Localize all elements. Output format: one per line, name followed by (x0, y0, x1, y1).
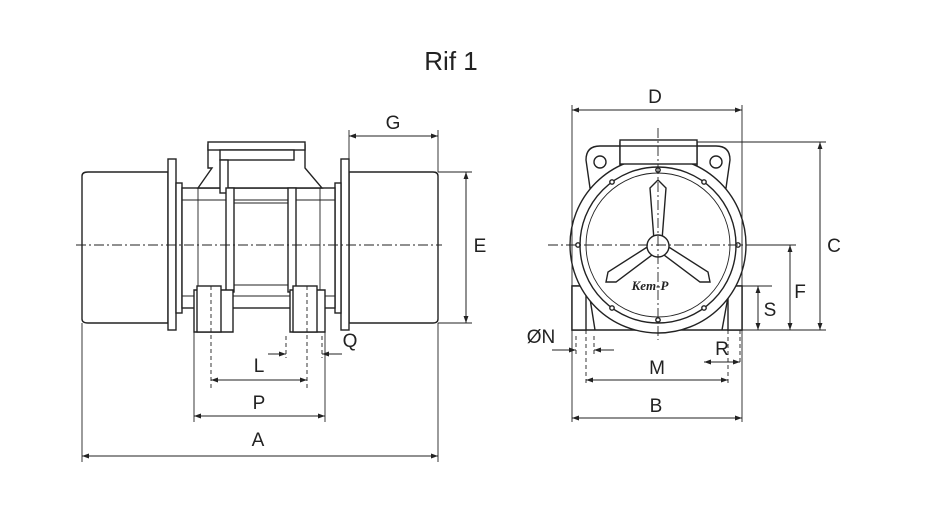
label-c: C (827, 236, 841, 257)
label-f: F (794, 282, 806, 303)
right-flange (340, 158, 350, 331)
front-dimensions: D C F S R M B ØN (527, 87, 841, 421)
label-p: P (253, 393, 266, 414)
drawing-title: Rif 1 (424, 46, 477, 76)
label-m: M (649, 358, 665, 379)
left-flange (167, 158, 177, 331)
label-g: G (386, 113, 401, 134)
right-weight-cover (348, 171, 439, 324)
side-dimensions: A P L Q G E (82, 113, 487, 459)
label-r: R (715, 339, 729, 360)
label-a: A (252, 430, 265, 451)
front-view: Kem-P (548, 105, 826, 422)
label-q: Q (343, 331, 358, 352)
label-e: E (474, 236, 487, 257)
side-view (76, 130, 472, 462)
left-weight-cover (81, 171, 169, 324)
label-s: S (764, 300, 777, 321)
label-n: ØN (527, 327, 556, 348)
label-l: L (254, 356, 265, 377)
label-d: D (648, 87, 662, 108)
brand-logo: Kem-P (631, 278, 670, 293)
label-b: B (650, 396, 663, 417)
